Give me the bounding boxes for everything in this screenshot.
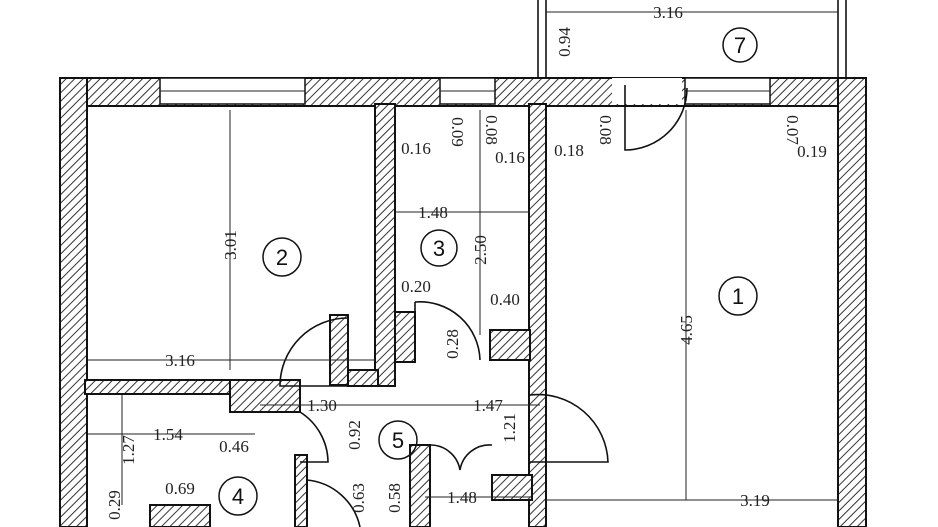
dim-label: 0.20	[401, 277, 431, 296]
dim-label: 0.94	[555, 27, 574, 57]
dim-label: 3.19	[740, 491, 770, 510]
dim-label: 0.09	[448, 117, 467, 147]
doors	[279, 85, 688, 527]
dim-label: 0.19	[797, 142, 827, 161]
dim-label: 2.50	[471, 235, 490, 265]
dim-label: 1.21	[500, 413, 519, 443]
dim-label: 3.01	[221, 230, 240, 260]
dim-label: 0.29	[105, 490, 124, 520]
room-7: 7	[734, 33, 746, 58]
dim-label: 0.69	[165, 479, 195, 498]
dim-label: 1.48	[418, 203, 448, 222]
dim-label: 0.07	[783, 115, 802, 145]
windows	[159, 77, 771, 105]
dim-label: 0.40	[490, 290, 520, 309]
dim-label: 0.08	[482, 115, 501, 145]
dim-label: 0.28	[443, 329, 462, 359]
dim-label: 0.58	[385, 483, 404, 513]
room-markers: 7 2 3 1 4 5	[218, 27, 758, 516]
room-2: 2	[276, 245, 288, 270]
dimension-labels: 3.16 0.94 3.01 3.16 1.48 2.50 4.65 3.19 …	[105, 3, 827, 520]
dim-label: 0.46	[219, 437, 249, 456]
dim-label: 1.30	[307, 396, 337, 415]
dim-label: 0.63	[349, 483, 368, 513]
dim-label: 1.27	[119, 435, 138, 465]
dimension-lines	[88, 11, 838, 505]
room-3: 3	[433, 236, 445, 261]
dim-label: 0.16	[495, 148, 525, 167]
room-1: 1	[732, 284, 744, 309]
dim-label: 3.16	[165, 351, 195, 370]
dim-label: 4.65	[677, 315, 696, 345]
dim-label: 0.18	[554, 141, 584, 160]
room-5: 5	[392, 428, 404, 453]
dim-label: 1.54	[153, 425, 183, 444]
dim-label: 0.16	[401, 139, 431, 158]
room-4: 4	[232, 484, 244, 509]
dim-label: 1.47	[473, 396, 503, 415]
dim-label: 3.16	[653, 3, 683, 22]
dim-label: 1.48	[447, 488, 477, 507]
dim-label: 0.92	[345, 420, 364, 450]
dim-label: 0.08	[596, 115, 615, 145]
